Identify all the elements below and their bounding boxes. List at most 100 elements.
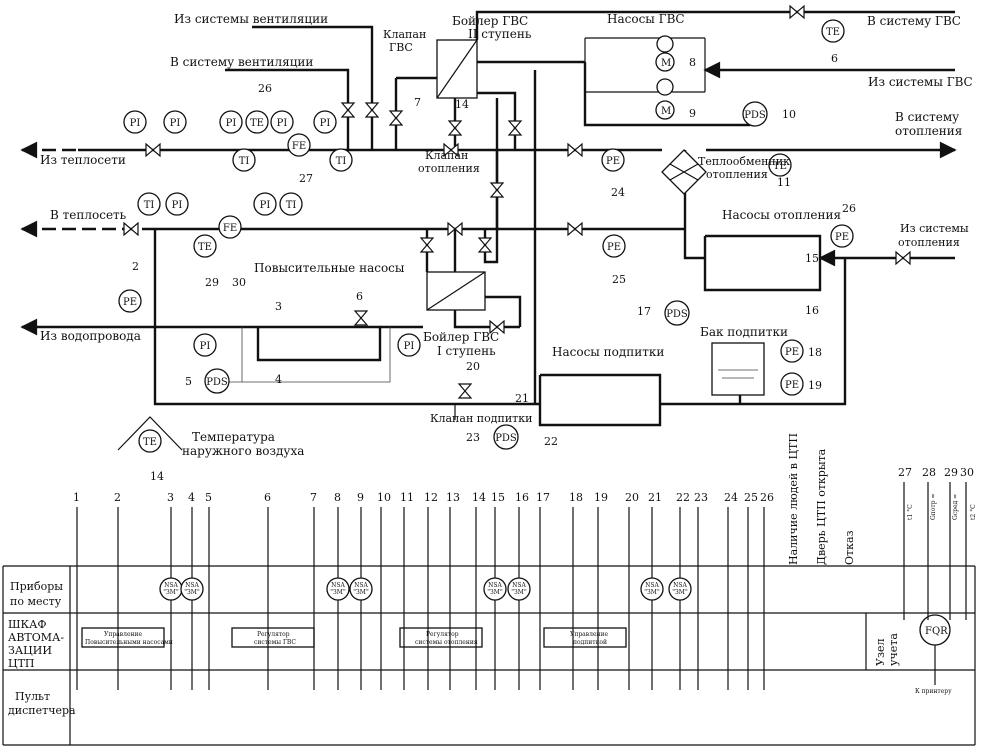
label-outdoor-temp-1: Температура bbox=[192, 430, 275, 444]
signal-number: 16 bbox=[515, 491, 529, 504]
pi-instrument: PI bbox=[397, 333, 421, 357]
signal-number: 20 bbox=[625, 491, 639, 504]
svg-text:TE: TE bbox=[143, 437, 157, 448]
meter-node-2: учета bbox=[887, 633, 900, 666]
pi-instrument: PI bbox=[253, 192, 277, 216]
label-to-heating-1: В систему bbox=[895, 110, 959, 124]
meter-number: 27 bbox=[898, 466, 912, 479]
ti-instrument: TI bbox=[137, 192, 161, 216]
svg-text:PE: PE bbox=[785, 380, 799, 391]
pds-instrument: PDS bbox=[204, 368, 230, 394]
label-boiler2-2: II ступень bbox=[468, 27, 532, 41]
svg-text:"ЗМ": "ЗМ" bbox=[644, 589, 660, 596]
vertical-signals: Наличие людей в ЦТП Дверь ЦТП открыта От… bbox=[787, 433, 977, 666]
svg-text:TI: TI bbox=[286, 200, 297, 211]
svg-text:FQR: FQR bbox=[925, 626, 948, 637]
nsa-alarm: NSA"ЗМ" bbox=[159, 577, 183, 601]
svg-text:TE: TE bbox=[826, 27, 840, 38]
tag-number: 22 bbox=[544, 435, 558, 448]
pe-instrument: PE bbox=[830, 224, 854, 248]
pumps: M M bbox=[655, 35, 675, 120]
label-valve-gvs-1: Клапан bbox=[383, 28, 426, 41]
te-instrument: TE bbox=[245, 110, 269, 134]
pump-gvs-8: M bbox=[655, 35, 675, 72]
svg-text:"ЗМ": "ЗМ" bbox=[511, 589, 527, 596]
signal-number: 8 bbox=[334, 491, 341, 504]
ti-instrument: TI bbox=[279, 192, 303, 216]
svg-text:NSA: NSA bbox=[164, 582, 178, 589]
svg-text:PDS: PDS bbox=[495, 433, 517, 444]
tag-number: 14 bbox=[150, 470, 164, 483]
label-to-heat-network: В теплосеть bbox=[50, 208, 127, 222]
label-boiler1-2: I ступень bbox=[437, 344, 496, 358]
valve bbox=[388, 110, 404, 126]
valve bbox=[789, 4, 805, 20]
svg-text:"ЗМ": "ЗМ" bbox=[353, 589, 369, 596]
signal-number: 10 bbox=[377, 491, 391, 504]
value-t2: t2 °С bbox=[970, 504, 977, 520]
valve bbox=[443, 142, 459, 158]
svg-text:"ЗМ": "ЗМ" bbox=[672, 589, 688, 596]
label-heating-pumps: Насосы отопления bbox=[722, 208, 841, 222]
pds-instrument: PDS bbox=[493, 424, 519, 450]
svg-text:FE: FE bbox=[223, 223, 237, 234]
cabinet-boxes: Управление Повысительными насосами Регул… bbox=[81, 627, 627, 648]
tag-number: 23 bbox=[466, 431, 480, 444]
svg-text:PDS: PDS bbox=[744, 110, 766, 121]
row-cabinet-3: ЗАЦИИ bbox=[8, 644, 52, 657]
label-from-heating-1: Из системы bbox=[900, 222, 969, 235]
nsa-alarm: NSA"ЗМ" bbox=[668, 577, 692, 601]
signal-number: 24 bbox=[724, 491, 738, 504]
signal-number: 9 bbox=[357, 491, 364, 504]
tag-number: 30 bbox=[232, 276, 246, 289]
tag-number: 4 bbox=[275, 373, 282, 386]
svg-text:PE: PE bbox=[606, 156, 620, 167]
svg-text:системы ГВС: системы ГВС bbox=[254, 639, 296, 646]
signal-number: 18 bbox=[569, 491, 583, 504]
tag-number: 5 bbox=[185, 375, 192, 388]
label-from-heating-2: отопления bbox=[898, 236, 960, 249]
automation-table: Приборы по месту ШКАФ АВТОМА- ЗАЦИИ ЦТП … bbox=[2, 565, 976, 746]
svg-text:M: M bbox=[661, 58, 671, 69]
box-gvs-regulator: Регулятор системы ГВС bbox=[231, 627, 315, 648]
heat-exchanger-heating bbox=[661, 149, 707, 195]
svg-text:"ЗМ": "ЗМ" bbox=[184, 589, 200, 596]
tag-number: 21 bbox=[515, 392, 529, 405]
signal-people-present: Наличие людей в ЦТП bbox=[787, 433, 800, 565]
pi-instrument: PI bbox=[270, 110, 294, 134]
nsa-alarm: NSA"ЗМ" bbox=[349, 577, 373, 601]
label-valve-gvs-2: ГВС bbox=[389, 41, 413, 54]
valve bbox=[567, 142, 583, 158]
fe-instrument: FE bbox=[287, 133, 311, 157]
fe-instrument: FE bbox=[218, 215, 242, 239]
value-gpotr: Gпотр = bbox=[930, 494, 937, 521]
pi-instrument: PI bbox=[313, 110, 337, 134]
tag-number: 27 bbox=[299, 172, 313, 185]
pe-instrument: PE bbox=[602, 234, 626, 258]
nsa-alarm: NSA"ЗМ" bbox=[640, 577, 664, 601]
tag-number: 17 bbox=[637, 305, 651, 318]
signal-number: 6 bbox=[264, 491, 271, 504]
tag-number: 20 bbox=[466, 360, 480, 373]
nsa-alarm: NSA"ЗМ" bbox=[180, 577, 204, 601]
svg-text:NSA: NSA bbox=[185, 582, 199, 589]
box-heating-regulator: Регулятор системы отопления bbox=[399, 627, 483, 648]
signal-number: 17 bbox=[536, 491, 550, 504]
tag-number: 14 bbox=[455, 98, 469, 111]
tag-number: 10 bbox=[782, 108, 796, 121]
label-to-gvs: В систему ГВС bbox=[867, 14, 961, 28]
svg-text:PI: PI bbox=[226, 118, 237, 129]
label-makeup-pumps: Насосы подпитки bbox=[552, 345, 664, 359]
svg-text:подпиткой: подпиткой bbox=[573, 639, 607, 646]
valve bbox=[419, 237, 435, 253]
signal-number: 3 bbox=[167, 491, 174, 504]
boiler-gvs-stage-2 bbox=[436, 39, 478, 99]
svg-text:TI: TI bbox=[239, 156, 250, 167]
tag-number: 11 bbox=[777, 176, 791, 189]
pi-instrument: PI bbox=[163, 110, 187, 134]
pi-instrument: PI bbox=[123, 110, 147, 134]
label-to-heating-2: отопления bbox=[895, 124, 962, 138]
svg-text:NSA: NSA bbox=[645, 582, 659, 589]
